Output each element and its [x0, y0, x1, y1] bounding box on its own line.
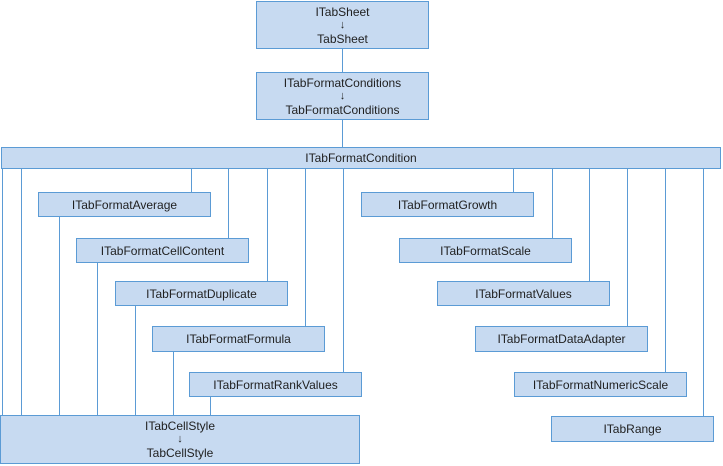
node-itabsheet: ITabSheet ↓ TabSheet	[256, 1, 429, 49]
connector-itabsheet-to-itabformatconditions	[342, 49, 343, 72]
node-itabformatcondition: ITabFormatCondition	[1, 147, 721, 169]
connector-itabformatcondition-to-formula	[305, 169, 306, 326]
node-itabformatvalues: ITabFormatValues	[437, 281, 610, 306]
connector-itabformatcondition-to-cellcontent	[228, 169, 229, 238]
connector-cellcontent-to-itabcellstyle	[97, 263, 98, 415]
connector-itabformatcondition-to-duplicate	[267, 169, 268, 281]
connector-itabformatconditions-to-itabformatcondition	[342, 120, 343, 147]
node-itabformatdataadapter: ITabFormatDataAdapter	[475, 326, 648, 352]
interface-name: ITabFormatAverage	[71, 197, 178, 212]
interface-name: ITabFormatDuplicate	[146, 286, 257, 301]
node-itabcellstyle: ITabCellStyle ↓ TabCellStyle	[0, 415, 360, 464]
connector-duplicate-to-itabcellstyle	[135, 306, 136, 415]
connector-itabformatcondition-to-dataadapter	[627, 169, 628, 326]
interface-name: ITabFormatFormula	[186, 332, 291, 346]
connector-itabformatcondition-to-growth	[513, 169, 514, 192]
interface-name: ITabFormatNumericScale	[532, 377, 669, 392]
connector-itabformatcondition-to-numericscale	[665, 169, 666, 372]
class-name: TabFormatConditions	[285, 102, 400, 117]
connector-itabformatcondition-to-values	[589, 169, 590, 281]
connector-average-to-itabcellstyle	[59, 217, 60, 415]
node-itabrange: ITabRange	[551, 416, 714, 442]
connector-itabformatcondition-to-itabcellstyle-left	[2, 169, 3, 415]
node-itabformatduplicate: ITabFormatDuplicate	[115, 281, 288, 306]
interface-name: ITabFormatConditions	[283, 75, 402, 90]
node-itabformatgrowth: ITabFormatGrowth	[361, 192, 534, 217]
connector-formula-to-itabcellstyle	[173, 351, 174, 415]
interface-name: ITabFormatScale	[440, 243, 531, 258]
connector-itabformatcondition-to-average	[191, 169, 192, 192]
connector-rankvalues-to-itabcellstyle	[210, 397, 211, 415]
interface-name: ITabFormatCondition	[305, 151, 417, 165]
interface-name: ITabFormatCellContent	[100, 243, 225, 258]
interface-name: ITabFormatValues	[475, 286, 572, 301]
node-itabformatformula: ITabFormatFormula	[152, 326, 325, 352]
connector-itabformatcondition-to-itabcellstyle-right	[21, 169, 22, 415]
interface-name: ITabSheet	[315, 4, 370, 19]
node-itabformatcellcontent: ITabFormatCellContent	[76, 238, 249, 263]
implements-arrow-icon: ↓	[339, 89, 346, 102]
node-itabformatscale: ITabFormatScale	[399, 238, 572, 263]
class-name: TabSheet	[317, 31, 368, 46]
node-itabformatconditions: ITabFormatConditions ↓ TabFormatConditio…	[256, 72, 429, 120]
interface-name: ITabRange	[603, 422, 662, 436]
node-itabformatnumericscale: ITabFormatNumericScale	[514, 372, 687, 397]
interface-name: ITabFormatDataAdapter	[497, 332, 626, 346]
interface-name: ITabCellStyle	[144, 419, 216, 433]
connector-itabformatcondition-to-range	[703, 169, 704, 416]
class-name: TabCellStyle	[146, 446, 214, 460]
connector-itabformatcondition-to-rankvalues	[343, 169, 344, 372]
interface-name: ITabFormatGrowth	[397, 197, 498, 212]
implements-arrow-icon: ↓	[339, 18, 346, 31]
interface-name: ITabFormatRankValues	[213, 377, 338, 392]
node-itabformatrankvalues: ITabFormatRankValues	[189, 372, 362, 397]
implements-arrow-icon: ↓	[177, 433, 183, 445]
connector-itabformatcondition-to-scale	[552, 169, 553, 238]
node-itabformataverage: ITabFormatAverage	[38, 192, 211, 217]
